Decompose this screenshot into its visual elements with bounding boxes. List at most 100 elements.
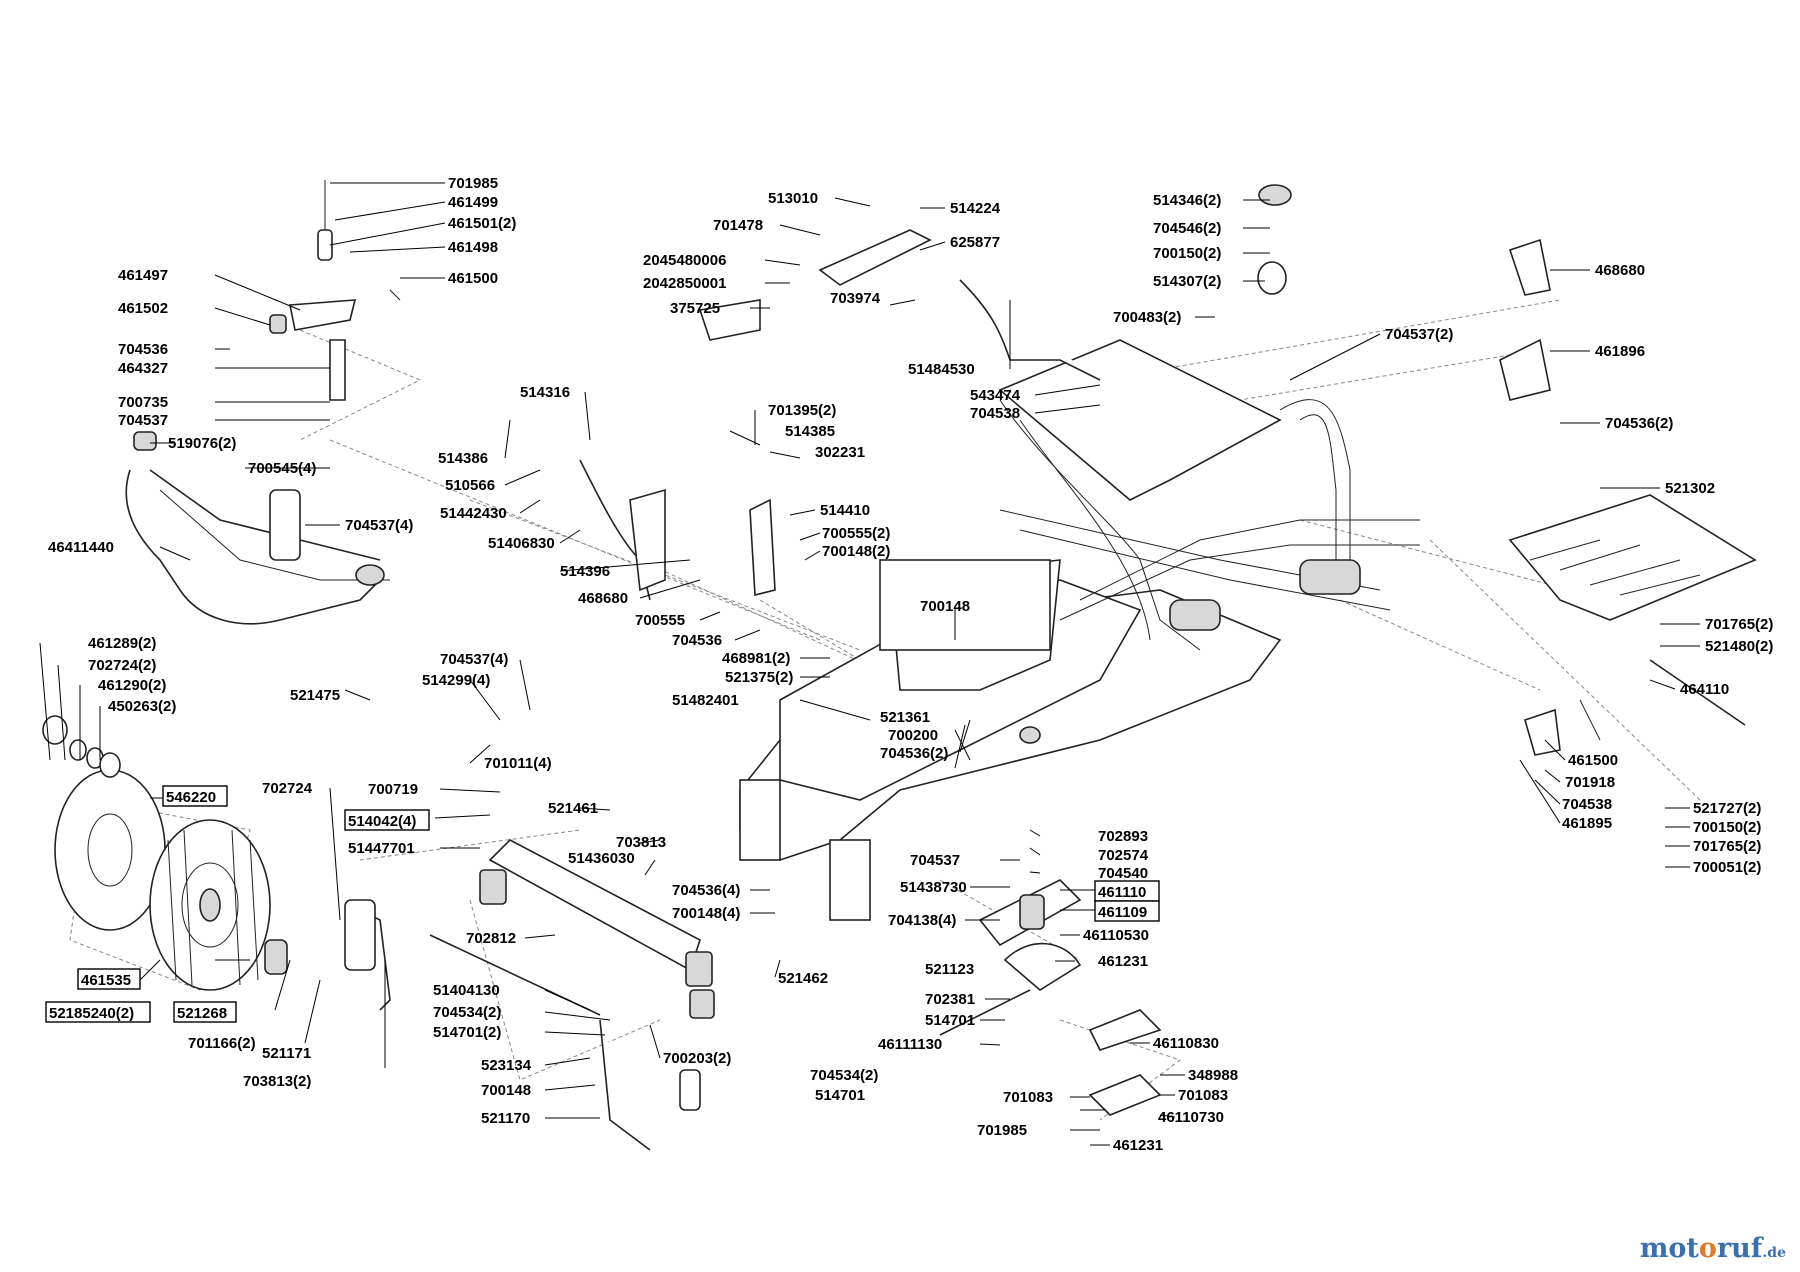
part-label: 461535 (81, 972, 131, 989)
part-label: 51404130 (433, 982, 500, 999)
part-label: 521268 (177, 1005, 227, 1022)
part-label: 700555 (635, 612, 685, 629)
part-label: 521123 (925, 961, 974, 978)
part-label: 461231 (1098, 953, 1148, 970)
part-label: 704536(2) (880, 745, 948, 762)
part-label: 514701(2) (433, 1024, 501, 1041)
part-label: 521361 (880, 709, 930, 726)
part-label: 51406830 (488, 535, 555, 552)
part-label: 461502 (118, 300, 168, 317)
part-label: 46110830 (1153, 1035, 1219, 1052)
part-label: 704538 (970, 405, 1020, 422)
part-label: 521727(2) (1693, 800, 1761, 817)
part-label: 704536 (118, 341, 168, 358)
part-label: 375725 (670, 300, 720, 317)
part-label: 461500 (448, 270, 498, 287)
part-label: 519076(2) (168, 435, 236, 452)
part-label: 468680 (578, 590, 628, 607)
part-label: 704534(2) (433, 1004, 501, 1021)
part-label: 52185240(2) (49, 1005, 134, 1022)
part-label-box (1094, 900, 1160, 922)
part-label: 700148 (481, 1082, 531, 1099)
part-label: 700203(2) (663, 1050, 731, 1067)
part-label: 521302 (1665, 480, 1715, 497)
part-label: 450263(2) (108, 698, 176, 715)
part-label: 514299(4) (422, 672, 490, 689)
front-wheels (42, 715, 288, 991)
front-axle (479, 839, 715, 1019)
part-label: 46110730 (1158, 1109, 1224, 1126)
lift-lever-parts (133, 180, 1746, 1111)
part-label: 51442430 (440, 505, 507, 522)
part-label: 513010 (768, 190, 818, 207)
part-label: 461290(2) (98, 677, 166, 694)
part-label: 514386 (438, 450, 488, 467)
part-label: 348988 (1188, 1067, 1238, 1084)
part-label: 703813 (616, 834, 666, 851)
part-label: 514224 (950, 200, 1001, 217)
part-label: 702574 (1098, 847, 1149, 864)
part-label: 704537(4) (440, 651, 508, 668)
part-label: 702812 (466, 930, 516, 947)
front-bumper (125, 469, 390, 625)
part-label: 703974 (830, 290, 881, 307)
part-label: 704536 (672, 632, 722, 649)
part-label: 700150(2) (1153, 245, 1221, 262)
logo-text-part: .de (1762, 1245, 1786, 1261)
part-label: 514410 (820, 502, 870, 519)
part-label: 523134 (481, 1057, 532, 1074)
part-label: 701765(2) (1693, 838, 1761, 855)
part-label: 461500 (1568, 752, 1618, 769)
part-label: 701985 (448, 175, 498, 192)
part-label: 2045480006 (643, 252, 726, 269)
part-label: 700148(4) (672, 905, 740, 922)
part-label: 514385 (785, 423, 835, 440)
part-label: 461231 (1113, 1137, 1163, 1154)
part-label: 461497 (118, 267, 168, 284)
part-label: 46110530 (1083, 927, 1149, 944)
part-label: 51438730 (900, 879, 967, 896)
part-label-box (344, 809, 430, 831)
part-label: 461501(2) (448, 215, 516, 232)
logo-text-part: mot (1639, 1233, 1699, 1264)
part-label: 700719 (368, 781, 418, 798)
part-label: 704540 (1098, 865, 1148, 882)
part-label: 461110 (1098, 884, 1146, 901)
part-label: 700148 (920, 598, 970, 615)
part-label: 514042(4) (348, 813, 416, 830)
part-label: 700200 (888, 727, 938, 744)
seat-plate (1508, 494, 1757, 621)
part-label: 700735 (118, 394, 168, 411)
part-label: 700545(4) (248, 460, 316, 477)
part-label: 700555(2) (822, 525, 890, 542)
part-label: 701083 (1003, 1089, 1053, 1106)
part-label: 461895 (1562, 815, 1612, 832)
part-label: 521170 (481, 1110, 530, 1127)
part-label: 704537 (910, 852, 960, 869)
part-label: 514307(2) (1153, 273, 1221, 290)
part-label: 704537(4) (345, 517, 413, 534)
part-label: 704536(2) (1605, 415, 1673, 432)
part-label: 46411440 (48, 539, 114, 556)
part-label: 521462 (778, 970, 828, 987)
part-label: 51436030 (568, 850, 635, 867)
part-label: 625877 (950, 234, 1000, 251)
part-label: 700483(2) (1113, 309, 1181, 326)
part-label: 702724 (262, 780, 313, 797)
logo-text-part: o (1698, 1233, 1717, 1264)
part-label: 461109 (1098, 904, 1147, 921)
part-label: 468981(2) (722, 650, 790, 667)
part-label: 701011(4) (484, 755, 552, 772)
part-label: 700051(2) (1693, 859, 1761, 876)
part-label: 546220 (166, 789, 216, 806)
part-label-box (162, 785, 228, 807)
part-label: 701395(2) (768, 402, 836, 419)
part-label: 704138(4) (888, 912, 956, 929)
part-label: 521480(2) (1705, 638, 1773, 655)
part-label: 521171 (262, 1045, 311, 1062)
motoruf-logo: motoruf.de (1640, 1233, 1786, 1264)
part-label: 704538 (1562, 796, 1612, 813)
part-label-box (45, 1001, 151, 1023)
logo-text-part: ruf (1716, 1233, 1763, 1264)
